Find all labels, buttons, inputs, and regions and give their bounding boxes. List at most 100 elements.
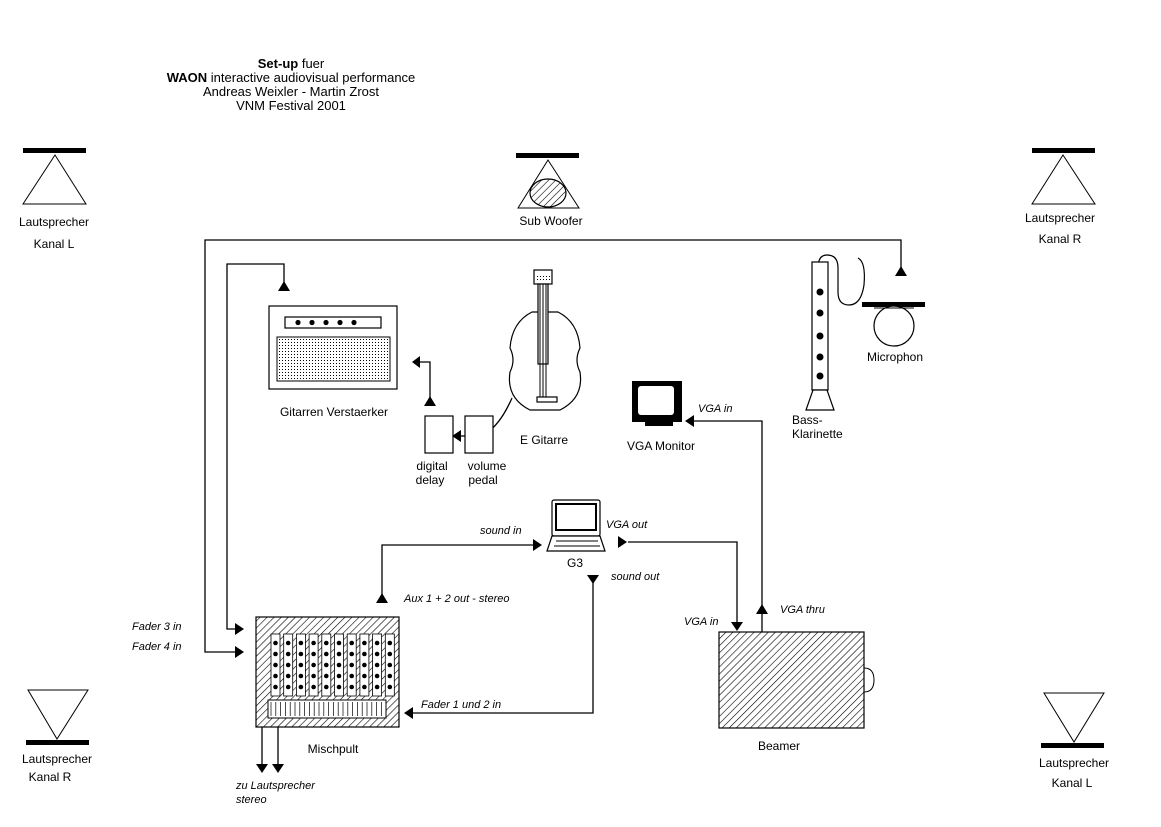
speaker-top-right: Lautsprecher Kanal R <box>1025 148 1096 246</box>
beamer-label: Beamer <box>758 739 800 753</box>
clarinet-key-5 <box>816 372 824 380</box>
speaker-top-left-bar <box>23 148 86 153</box>
mixer-knob <box>285 673 291 679</box>
line-sound-out-to-fader12 <box>412 582 594 714</box>
guitar-tuners <box>536 276 550 281</box>
amp-knob-1 <box>295 319 301 326</box>
label-vga-thru: VGA thru <box>780 604 825 616</box>
mixer-knob <box>374 651 380 657</box>
clarinet-neck <box>817 254 865 306</box>
title-line-3: Andreas Weixler - Martin Zrost <box>203 84 379 99</box>
beamer: Beamer <box>718 631 875 753</box>
arrow-left-pedal-to-delay <box>452 430 461 442</box>
speaker-top-left-icon <box>22 154 87 205</box>
guitar-bridge <box>536 396 558 403</box>
line-vga-out-to-beamer <box>628 541 738 622</box>
monitor-stand <box>645 422 673 426</box>
arrow-up-vga-thru <box>756 604 768 614</box>
speaker-top-right-channel: Kanal R <box>1039 232 1082 246</box>
amp-label: Gitarren Verstaerker <box>280 405 388 419</box>
mixer-knob <box>285 684 291 690</box>
label-to-speakers-2: stereo <box>236 794 267 806</box>
beamer-lens-icon <box>863 667 875 693</box>
monitor-label: VGA Monitor <box>627 439 695 453</box>
vga-monitor: VGA Monitor VGA in <box>627 381 732 453</box>
electric-guitar: E Gitarre <box>508 269 582 447</box>
mixer-knob <box>387 651 393 657</box>
mixer-label: Mischpult <box>308 742 359 756</box>
mixer-knob <box>298 640 304 646</box>
beamer-case <box>718 631 865 729</box>
mixer-knob <box>362 651 367 657</box>
mixer-knob <box>311 640 316 646</box>
amp-knob-5 <box>351 319 357 326</box>
pedal-label-1: volume <box>468 459 507 473</box>
subwoofer-icon <box>517 159 580 209</box>
clarinet-label-1: Bass- <box>792 413 823 427</box>
mixer-knob <box>311 651 316 657</box>
mixer-knob <box>362 662 367 668</box>
mixer-knob <box>387 662 393 668</box>
subwoofer: Sub Woofer <box>516 153 583 228</box>
label-fader4: Fader 4 in <box>132 641 182 653</box>
amp-speaker-grille <box>276 336 391 382</box>
monitor-screen <box>638 386 674 415</box>
label-sound-out: sound out <box>611 571 660 583</box>
delay-label-1: digital <box>416 459 447 473</box>
speaker-top-left: Lautsprecher Kanal L <box>19 148 89 251</box>
clarinet-label-2: Klarinette <box>792 427 843 441</box>
mixer-knob <box>324 684 329 690</box>
speaker-bottom-left-name: Lautsprecher <box>22 752 92 766</box>
microphone: Microphon <box>862 302 925 364</box>
amp-control-panel <box>284 316 382 329</box>
subwoofer-label: Sub Woofer <box>519 214 582 228</box>
mixer-knob <box>349 651 355 657</box>
clarinet-key-3 <box>816 332 824 340</box>
line-amp-to-fader3 <box>226 263 285 630</box>
mixer-knob <box>273 684 278 690</box>
mixer-knob <box>374 662 380 668</box>
microphone-label: Microphon <box>867 350 923 364</box>
mixer-knob <box>336 662 342 668</box>
mixer-knob <box>311 673 316 679</box>
mixer-knob <box>324 651 329 657</box>
speaker-bottom-right: Lautsprecher Kanal L <box>1039 692 1109 790</box>
mixer-knob <box>273 662 278 668</box>
mixer-knob <box>387 673 393 679</box>
mixer-knob <box>336 640 342 646</box>
label-beamer-vga-in: VGA in <box>684 616 718 628</box>
label-vga-out: VGA out <box>606 519 648 531</box>
label-to-speakers-1: zu Lautsprecher <box>235 780 316 792</box>
mixer-knob <box>362 673 367 679</box>
arrow-left-amp-in <box>412 356 420 368</box>
microphone-icon <box>873 305 915 347</box>
guitar-label: E Gitarre <box>520 433 568 447</box>
mixer-knob <box>298 684 304 690</box>
guitar-amplifier: Gitarren Verstaerker <box>268 305 398 419</box>
speaker-top-right-bar <box>1032 148 1095 153</box>
speaker-top-right-icon <box>1031 154 1096 205</box>
signal-lines <box>204 239 902 764</box>
arrow-right-fader3 <box>235 623 244 635</box>
clarinet-key-2 <box>816 309 824 317</box>
arrow-right-vga-out <box>618 536 627 548</box>
label-sound-in: sound in <box>480 525 522 537</box>
mixer-knob <box>311 684 316 690</box>
mixer-knob <box>285 651 291 657</box>
mixer-knob <box>273 640 278 646</box>
mixer-fader-bank <box>267 699 387 719</box>
mixer-knob <box>298 662 304 668</box>
mixer-knob <box>349 673 355 679</box>
mixer-knob <box>349 640 355 646</box>
title-line-4: VNM Festival 2001 <box>236 98 346 113</box>
mixer-fader-lines <box>270 702 382 716</box>
mixer-knob <box>336 684 342 690</box>
signal-labels: sound in VGA out sound out Aux 1 + 2 out… <box>132 519 825 806</box>
speaker-bottom-left-icon <box>27 689 89 740</box>
arrow-down-mixer-out-left <box>256 764 268 773</box>
mixer-knob <box>349 662 355 668</box>
mixer-knob <box>387 684 393 690</box>
mixer: Mischpult <box>255 616 400 756</box>
pedal-label-2: pedal <box>468 473 497 487</box>
